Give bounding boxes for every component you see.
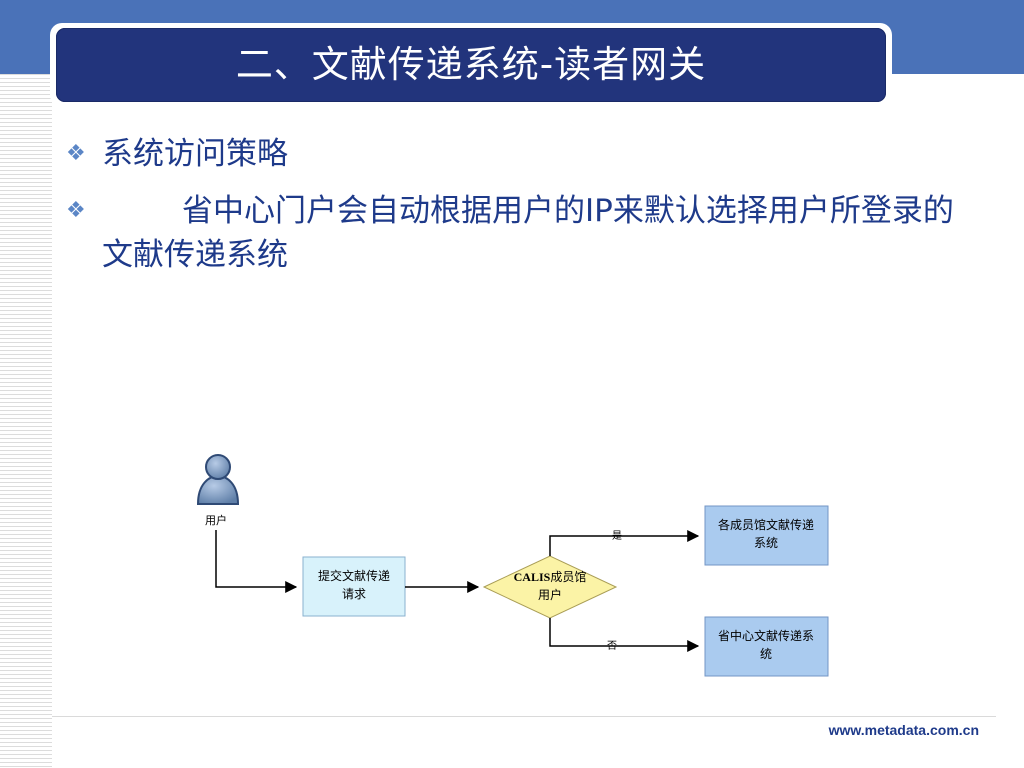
user-label: 用户 [205, 513, 227, 527]
provincial-center-system-box [704, 616, 829, 677]
user-icon [196, 454, 240, 505]
submit-request-box [302, 556, 406, 617]
bullet-text: 系统访问策略 [102, 136, 288, 172]
slide-title: 二、文献传递系统-读者网关 [235, 43, 707, 86]
decision-label-line2: 用户 [538, 587, 562, 602]
decision-diamond [482, 555, 618, 619]
yes-label: 是 [612, 530, 622, 542]
provincial-center-system-label: 统 [760, 647, 772, 661]
submit-box-label: 提交文献传递 [318, 568, 390, 583]
diamond-bullet-icon: ❖ [66, 141, 86, 166]
footer-url: www.metadata.com.cn [828, 722, 979, 738]
bullet-text: 省中心门户会自动根据用户的IP来默认选择用户所登录的文献传递系统 [102, 193, 954, 273]
member-library-system-label: 系统 [754, 536, 778, 550]
submit-box-label: 请求 [342, 587, 366, 601]
member-library-system-box [704, 505, 829, 566]
connector-yes [549, 530, 700, 556]
connector-no [549, 618, 700, 652]
decision-label: CALIS成员馆 [514, 569, 587, 584]
no-label: 否 [607, 640, 617, 652]
member-library-system-label: 各成员馆文献传递 [718, 517, 814, 532]
provincial-center-system-label: 省中心文献传递系 [718, 628, 814, 643]
left-stripe-decoration [0, 74, 52, 768]
title-box: 二、文献传递系统-读者网关 [56, 28, 886, 102]
decision-prefix: CALIS [514, 570, 551, 584]
diamond-bullet-icon: ❖ [66, 198, 86, 223]
footer-divider [52, 716, 996, 717]
connector-user-submit [215, 530, 298, 593]
decision-suffix: 成员馆 [550, 569, 586, 584]
